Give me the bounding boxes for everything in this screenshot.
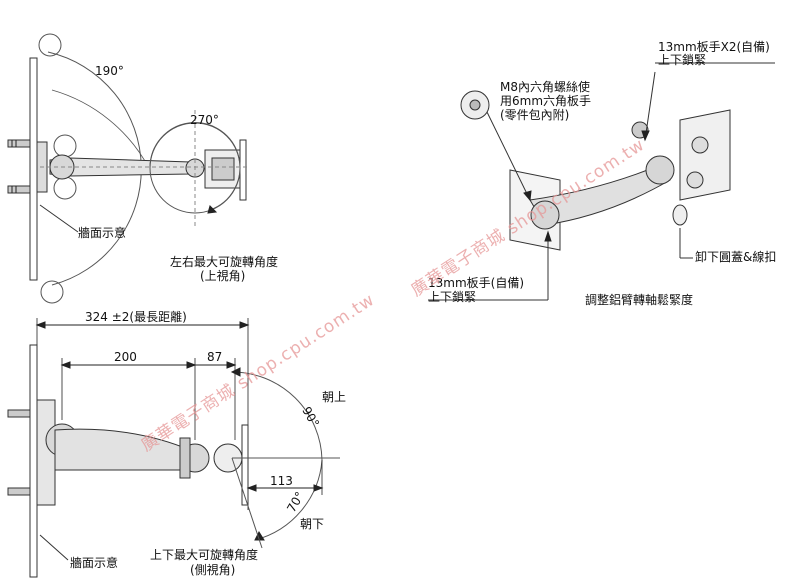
dim-87-label: 87 <box>207 350 223 364</box>
wrench-bottom-line2: 上下鎖緊 <box>428 290 477 304</box>
top-wall-label: 牆面示意 <box>78 226 127 240</box>
side-caption-line2: (側視角) <box>190 563 236 577</box>
side-screw-top <box>7 409 31 418</box>
hex-line3: (零件包內附) <box>500 108 570 122</box>
dim-total-label: 324 ±2(最長距離) <box>85 310 187 324</box>
side-screw-bottom <box>7 487 31 496</box>
side-view-drawing <box>7 318 340 578</box>
angle-270-label: 270° <box>190 113 219 127</box>
hex-line1: M8內六角螺絲使 <box>500 80 590 94</box>
angle-190-label: 190° <box>95 64 124 78</box>
wall-screw-mid <box>7 185 31 194</box>
up-label: 朝上 <box>322 390 347 404</box>
side-caption-line1: 上下最大可旋轉角度 <box>150 548 259 562</box>
top-caption-line2: (上視角) <box>200 269 246 283</box>
wrench-top-line2: 上下鎖緊 <box>658 53 707 67</box>
cap-label: 卸下圓蓋&線扣 <box>695 250 777 264</box>
dim-200-label: 200 <box>114 350 137 364</box>
wrench-bottom-line1: 13mm板手(自備) <box>428 276 525 290</box>
side-wall-label: 牆面示意 <box>70 556 119 570</box>
wrench-top-line1: 13mm板手X2(自備) <box>658 40 770 54</box>
hex-line2: 用6mm六角板手 <box>500 94 592 108</box>
wall-screw-top <box>7 139 31 148</box>
top-view-drawing <box>7 33 250 304</box>
down-label: 朝下 <box>300 517 325 531</box>
iso-caption: 調整鋁臂轉軸鬆緊度 <box>585 293 694 307</box>
top-caption-line1: 左右最大可旋轉角度 <box>170 255 279 269</box>
iso-view-drawing <box>428 62 775 301</box>
dim-113-label: 113 <box>270 474 293 488</box>
